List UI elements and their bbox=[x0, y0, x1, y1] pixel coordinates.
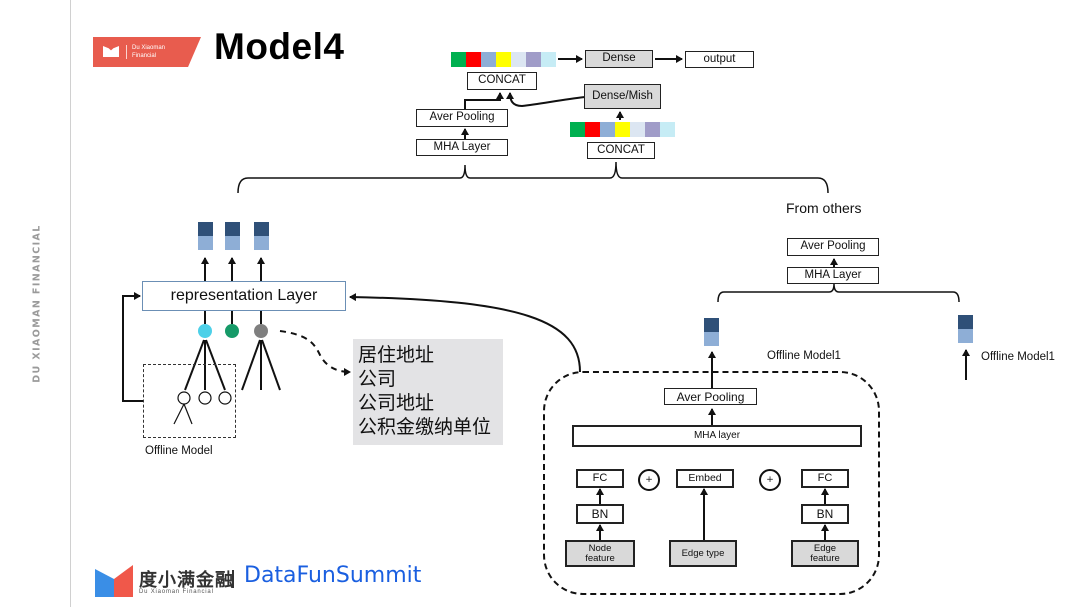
embed-box: Embed bbox=[676, 469, 734, 488]
vector-cell-4 bbox=[511, 52, 526, 67]
vector-cell-3 bbox=[615, 122, 630, 137]
footer-company-en: Du Xiaoman Financial bbox=[139, 589, 214, 595]
attribute-item: 公积金缴纳单位 bbox=[358, 416, 492, 438]
node-feature-box: Node feature bbox=[565, 540, 635, 567]
vector-cell-0 bbox=[570, 122, 585, 137]
brace-main bbox=[237, 161, 829, 194]
dense-mish-box: Dense/Mish bbox=[584, 84, 661, 109]
bn-box-right: BN bbox=[801, 504, 849, 524]
attribute-item: 居住地址 bbox=[358, 344, 435, 366]
attribute-item: 公司地址 bbox=[358, 392, 435, 414]
from-others-label: From others bbox=[786, 200, 862, 216]
aver-pooling-box-right: Aver Pooling bbox=[787, 238, 879, 256]
mha-layer-box-top: MHA Layer bbox=[416, 139, 508, 156]
node-dot-3 bbox=[254, 324, 268, 338]
gnn-block-frame bbox=[543, 371, 880, 595]
plus-icon: + bbox=[759, 469, 781, 491]
vector-cell-0 bbox=[451, 52, 466, 67]
brand-text: Du Xiaoman Financial bbox=[132, 44, 165, 60]
brand-tag: Du Xiaoman Financial bbox=[93, 37, 201, 67]
vector-cell-6 bbox=[541, 52, 556, 67]
offline-model-label: Offline Model bbox=[145, 445, 213, 457]
arrow-densemish-to-concat bbox=[506, 92, 586, 108]
node-dot-2 bbox=[225, 324, 239, 338]
fc-box-right: FC bbox=[801, 469, 849, 488]
slide-title: Model4 bbox=[214, 26, 345, 67]
footer-divider bbox=[232, 570, 234, 588]
concat-box-top: CONCAT bbox=[467, 72, 537, 90]
brace-right bbox=[717, 283, 960, 303]
offline-model1-label-left: Offline Model1 bbox=[767, 350, 841, 362]
arrow-dashed-to-attributes bbox=[279, 330, 351, 376]
vector-cell-1 bbox=[466, 52, 481, 67]
concat-box-bottom: CONCAT bbox=[587, 142, 655, 159]
vector-cell-2 bbox=[481, 52, 496, 67]
brand-divider bbox=[126, 45, 127, 59]
offline-node-icon bbox=[218, 391, 232, 405]
vector-cell-3 bbox=[496, 52, 511, 67]
embedding-offline-1 bbox=[704, 318, 719, 346]
offline-node-icon bbox=[198, 391, 212, 405]
representation-layer: representation Layer bbox=[142, 281, 346, 311]
brand-line1: Du Xiaoman bbox=[132, 45, 166, 51]
vector-cell-6 bbox=[660, 122, 675, 137]
arrow-gnn-to-rep bbox=[349, 293, 581, 373]
output-box: output bbox=[685, 51, 754, 68]
aver-pooling-box-top: Aver Pooling bbox=[416, 109, 508, 127]
output-concat-vector bbox=[451, 52, 556, 67]
embedding-offline-2 bbox=[958, 315, 973, 343]
edge-feature-box: Edge feature bbox=[791, 540, 859, 567]
aver-pooling-box-gnn: Aver Pooling bbox=[664, 388, 757, 405]
embedding-output-1 bbox=[198, 222, 213, 250]
attribute-item: 公司 bbox=[358, 368, 397, 390]
plus-icon: + bbox=[638, 469, 660, 491]
vector-cell-5 bbox=[645, 122, 660, 137]
company-logo-icon bbox=[95, 565, 133, 597]
vector-cell-1 bbox=[585, 122, 600, 137]
side-divider bbox=[70, 0, 71, 607]
bn-box-left: BN bbox=[576, 504, 624, 524]
offline-model-frame bbox=[143, 364, 236, 438]
vector-cell-4 bbox=[630, 122, 645, 137]
brand-line2: Financial bbox=[132, 53, 157, 59]
offline-model1-label-right: Offline Model1 bbox=[981, 351, 1055, 363]
mha-layer-box-right: MHA Layer bbox=[787, 267, 879, 284]
node-dot-1 bbox=[198, 324, 212, 338]
arrow-offline-to-rep bbox=[122, 292, 143, 402]
embedding-output-2 bbox=[225, 222, 240, 250]
embedding-output-3 bbox=[254, 222, 269, 250]
vector-cell-5 bbox=[526, 52, 541, 67]
attribute-list: 居住地址 公司 公司地址 公积金缴纳单位 bbox=[353, 339, 503, 445]
book-logo-icon bbox=[103, 46, 119, 57]
mha-layer-box-gnn: MHA layer bbox=[572, 425, 862, 447]
footer-company-cn: 度小满金融 bbox=[139, 570, 234, 591]
input-concat-vector bbox=[570, 122, 675, 137]
dense-box: Dense bbox=[585, 50, 653, 68]
arrow-pool-to-concat bbox=[464, 92, 504, 109]
edge-type-box: Edge type bbox=[669, 540, 737, 567]
footer-event: DataFunSummit bbox=[244, 563, 422, 588]
fc-box-left: FC bbox=[576, 469, 624, 488]
vector-cell-2 bbox=[600, 122, 615, 137]
